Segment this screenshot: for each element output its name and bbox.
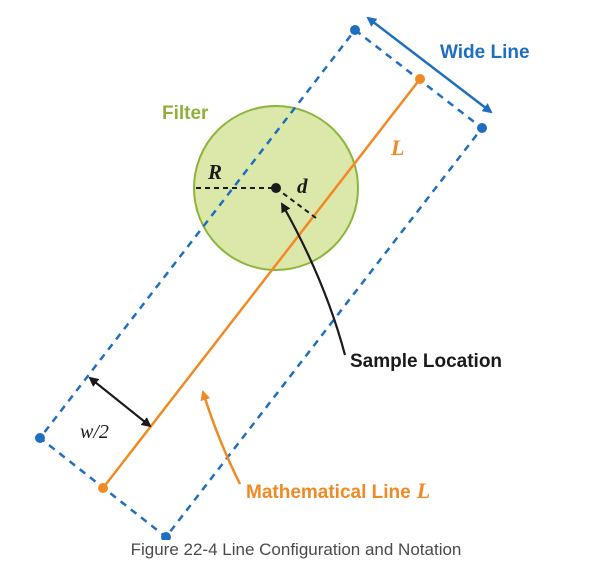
mathematical-line-endpoint-bottom <box>98 483 108 493</box>
sample-location-arrow <box>281 202 347 356</box>
wide-line-corner-left <box>35 433 45 443</box>
sample-point <box>271 183 281 193</box>
mathematical-line-text: Mathematical Line <box>246 482 411 503</box>
wide-line-corner-bottom <box>161 532 171 540</box>
wide-line-width-arrow <box>366 16 493 114</box>
wide-line-label: Wide Line <box>440 42 530 63</box>
mathematical-line-endpoint-top <box>415 74 425 84</box>
figure-caption: Figure 22-4 Line Configuration and Notat… <box>130 540 462 559</box>
mathematical-line-pointer-arrow <box>200 390 242 485</box>
wide-line-corner-top <box>350 25 360 35</box>
line-L-label: L <box>390 135 404 160</box>
radius-label: R <box>207 160 222 184</box>
mathematical-line-symbol: L <box>416 478 430 503</box>
line-configuration-diagram: Wide Line Filter L R d Sample Location w… <box>35 16 530 540</box>
half-width-arrow <box>88 376 152 428</box>
filter-label: Filter <box>162 103 209 124</box>
mathematical-line <box>102 78 421 489</box>
wide-line-corner-right <box>477 123 487 133</box>
half-width-label: w/2 <box>80 421 109 443</box>
distance-label: d <box>297 174 308 198</box>
sample-location-label: Sample Location <box>350 351 502 372</box>
